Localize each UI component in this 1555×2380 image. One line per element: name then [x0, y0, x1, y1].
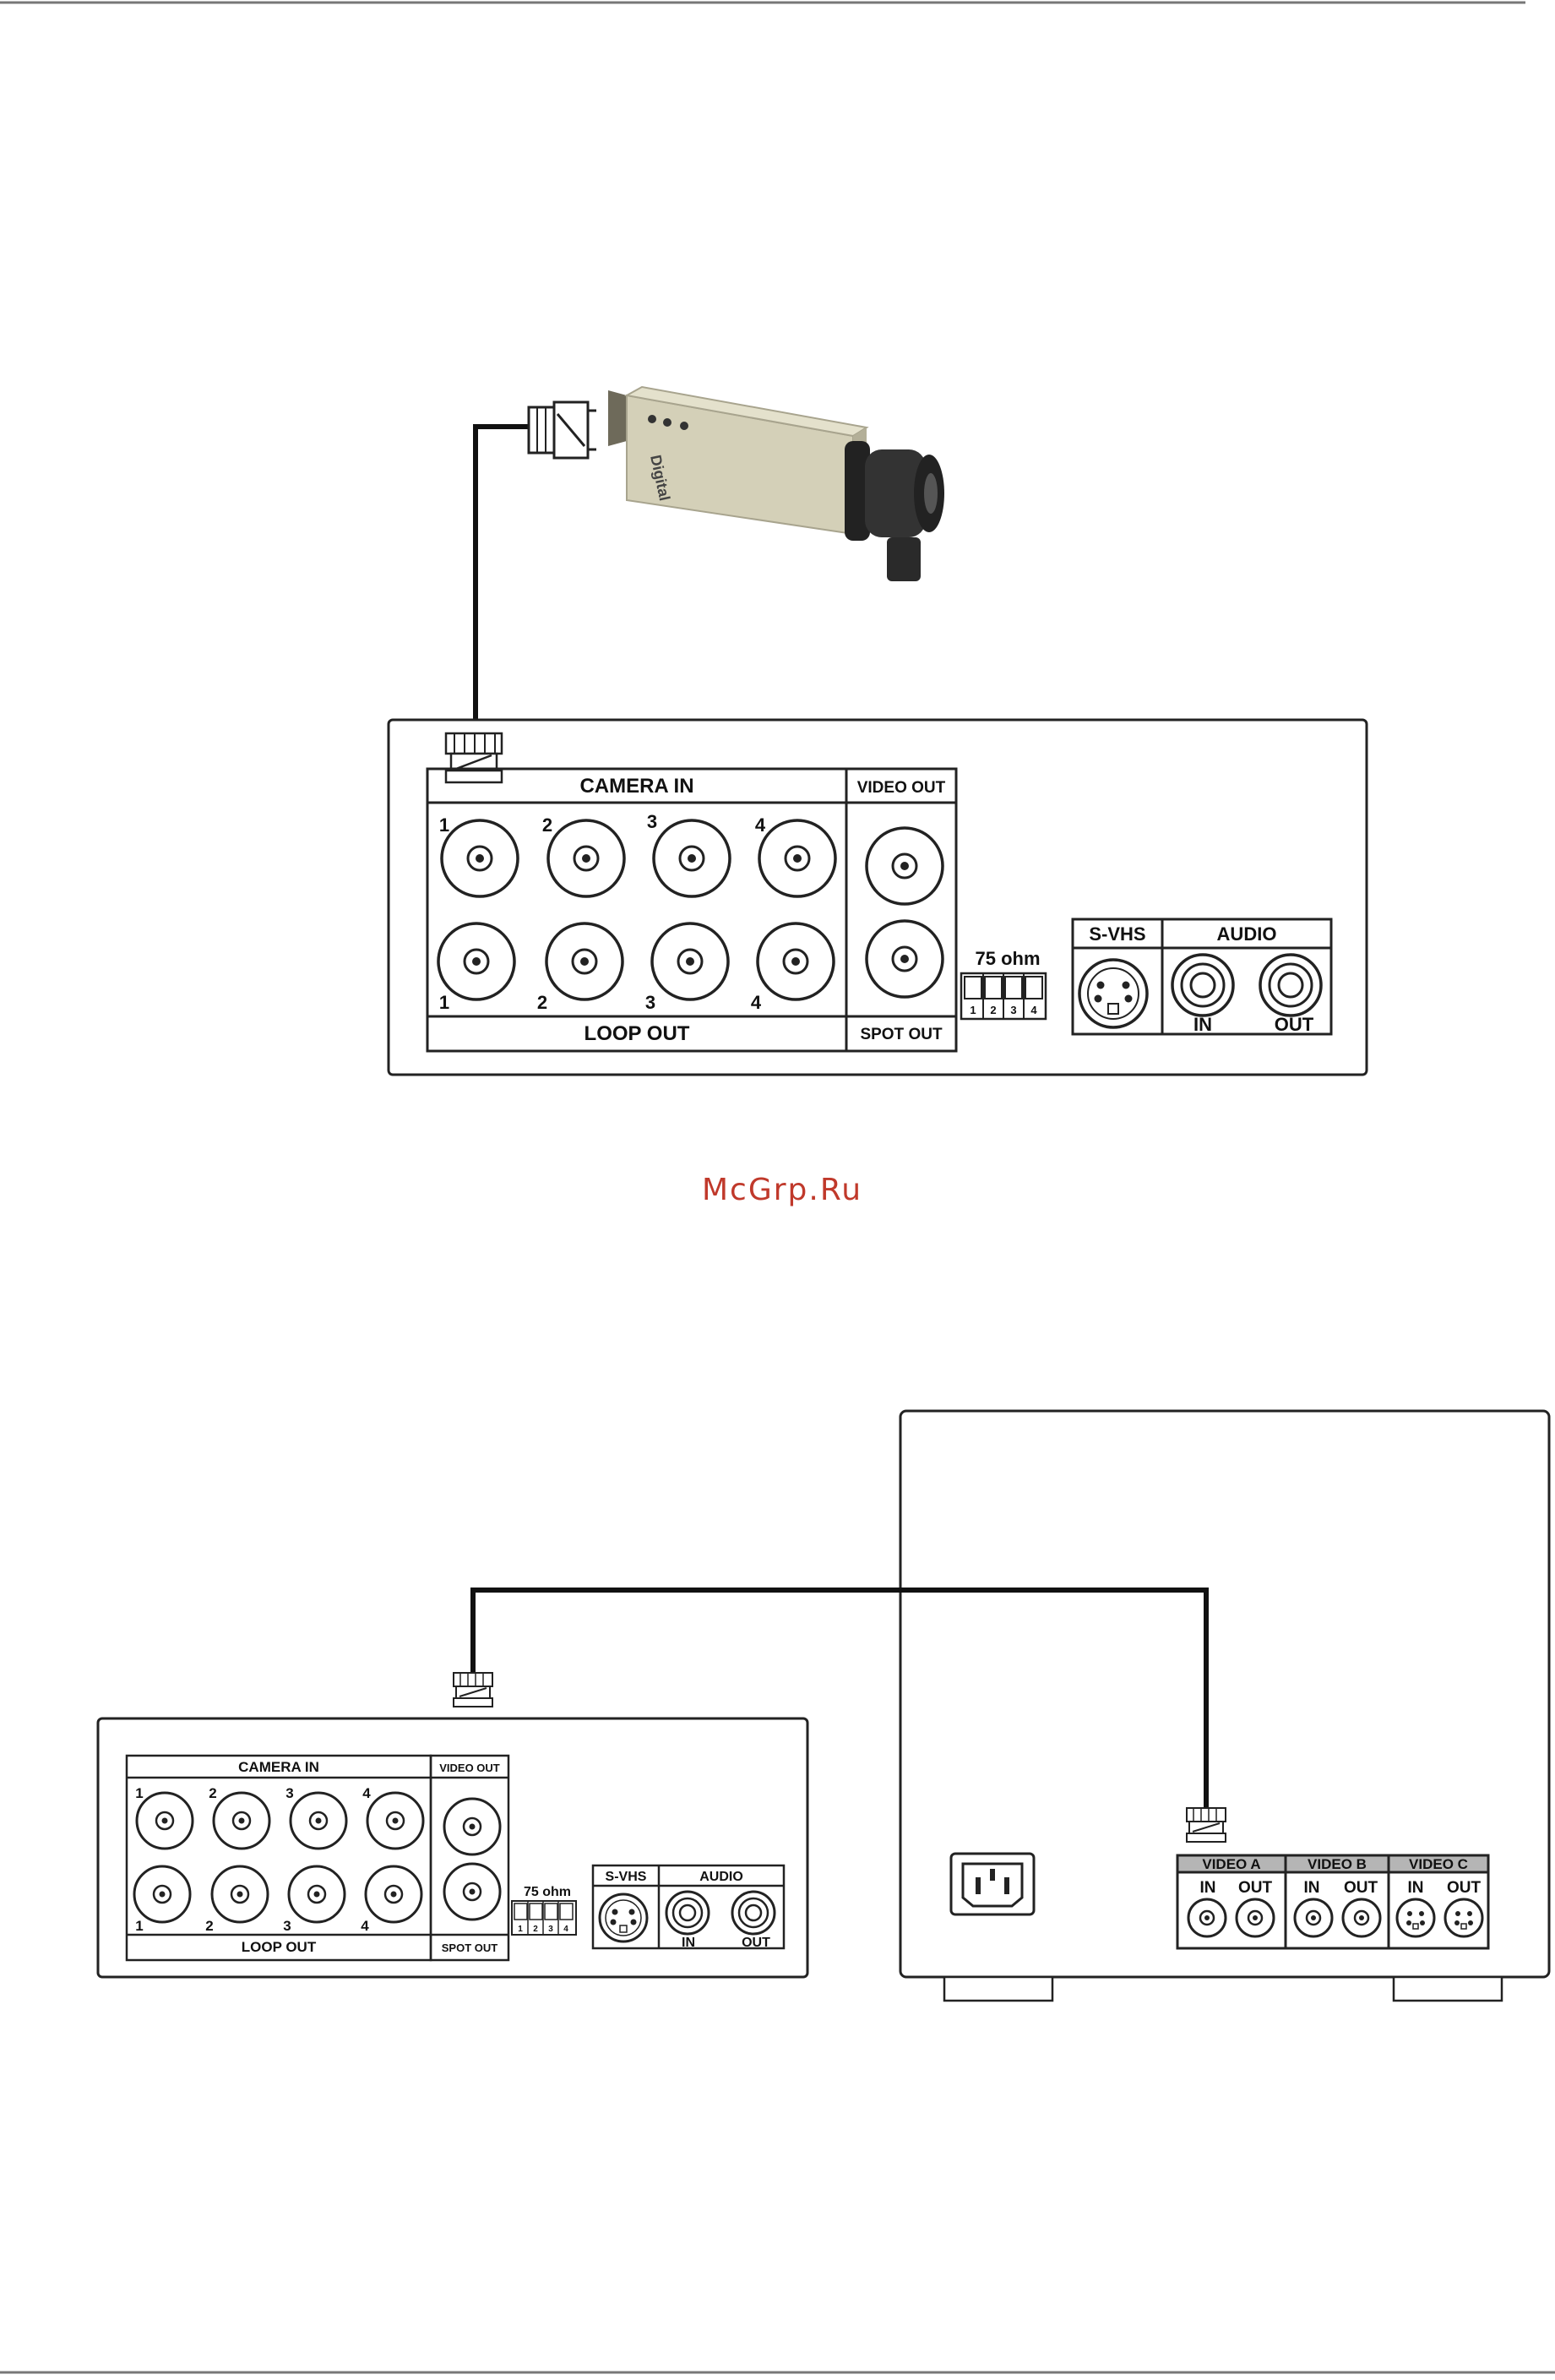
channel-bottom-2: 2 [537, 992, 547, 1013]
bnc-jack-icon [134, 1866, 190, 1922]
watermark: McGrp.Ru [702, 1173, 862, 1207]
bnc-jack-icon [442, 820, 518, 896]
bnc-jack-icon [291, 1793, 346, 1849]
ohm-label: 75 ohm [524, 1885, 571, 1899]
bnc-plug-icon [446, 733, 502, 782]
power-socket-icon [951, 1854, 1034, 1914]
switch-num-2: 2 [533, 1925, 538, 1934]
channel-top-2: 2 [209, 1785, 216, 1801]
dvr-rear-panel-small: CAMERA IN LOOP OUT VIDEO OUT SPOT OUT 1 … [98, 1718, 807, 1977]
bnc-jack-icon [546, 923, 623, 999]
channel-bottom-1: 1 [439, 992, 449, 1013]
svhs-label: S-VHS [606, 1870, 647, 1884]
loop-out-label: LOOP OUT [242, 1939, 317, 1955]
camera-in-label: CAMERA IN [238, 1759, 319, 1775]
loop-out-label: LOOP OUT [584, 1022, 690, 1045]
monitor-rear-panel: VIDEO A VIDEO B VIDEO C IN OUT IN OUT IN… [900, 1411, 1549, 2001]
spot-out-label: SPOT OUT [442, 1942, 498, 1954]
camera-in-label: CAMERA IN [579, 775, 693, 798]
channel-top-4: 4 [755, 814, 766, 836]
channel-top-3: 3 [647, 811, 657, 832]
figure-1-camera-connection: Digital [389, 387, 1367, 1075]
bnc-jack-icon [654, 820, 730, 896]
svhs-jack-icon [600, 1894, 647, 1942]
dvr-rear-panel: CAMERA IN LOOP OUT VIDEO OUT SPOT OUT 1 … [389, 720, 1367, 1075]
video-c-in-label: IN [1408, 1879, 1424, 1897]
audio-out-label: OUT [1275, 1014, 1314, 1035]
audio-out-jack-icon [1260, 955, 1321, 1016]
switch-num-4: 4 [1030, 1004, 1037, 1016]
svhs-label: S-VHS [1089, 923, 1145, 945]
bnc-jack-icon [367, 1793, 423, 1849]
bnc-jack-icon [758, 923, 834, 999]
audio-label: AUDIO [1217, 923, 1277, 945]
svhs-jack-icon [1445, 1899, 1482, 1936]
bnc-jack-icon [366, 1866, 421, 1922]
video-a-out-label: OUT [1238, 1879, 1273, 1897]
coax-cable [476, 427, 529, 733]
switch-num-1: 1 [970, 1004, 976, 1016]
video-a-label: VIDEO A [1202, 1856, 1260, 1872]
channel-bottom-3: 3 [645, 992, 655, 1013]
channel-bottom-3: 3 [283, 1918, 291, 1934]
bnc-jack-icon [438, 923, 514, 999]
video-c-out-label: OUT [1447, 1879, 1482, 1897]
bnc-jack-icon [212, 1866, 268, 1922]
audio-in-label: IN [1193, 1014, 1212, 1035]
switch-num-3: 3 [1010, 1004, 1016, 1016]
bnc-jack-icon [1237, 1899, 1274, 1936]
channel-top-1: 1 [439, 814, 449, 836]
video-b-in-label: IN [1304, 1879, 1320, 1897]
audio-in-label: IN [682, 1936, 695, 1950]
channel-bottom-2: 2 [205, 1918, 213, 1934]
video-out-label: VIDEO OUT [439, 1762, 500, 1774]
bnc-jack-icon [548, 820, 624, 896]
video-b-label: VIDEO B [1308, 1856, 1367, 1872]
switch-num-1: 1 [518, 1925, 523, 1934]
bnc-jack-icon [214, 1793, 269, 1849]
channel-bottom-1: 1 [135, 1918, 143, 1934]
channel-top-4: 4 [362, 1785, 371, 1801]
svhs-jack-icon [1397, 1899, 1434, 1936]
cctv-camera-icon: Digital [608, 387, 944, 581]
switch-num-2: 2 [990, 1004, 996, 1016]
audio-in-jack-icon [1172, 955, 1233, 1016]
bnc-jack-icon [137, 1793, 193, 1849]
bnc-jack-icon [444, 1799, 500, 1854]
switch-num-3: 3 [548, 1925, 553, 1934]
bnc-plug-icon [1187, 1808, 1226, 1842]
bnc-jack-icon [1295, 1899, 1332, 1936]
audio-out-jack-icon [732, 1892, 775, 1934]
bnc-plug-icon [454, 1673, 492, 1707]
video-b-out-label: OUT [1344, 1879, 1378, 1897]
video-out-label: VIDEO OUT [857, 779, 946, 797]
svhs-jack-icon [1079, 960, 1147, 1027]
bnc-jack-icon [759, 820, 835, 896]
bnc-jack-icon [1188, 1899, 1226, 1936]
channel-bottom-4: 4 [361, 1918, 369, 1934]
ohm-label: 75 ohm [975, 948, 1040, 969]
bnc-jack-icon [867, 921, 943, 997]
bnc-jack-icon [444, 1864, 500, 1920]
video-c-label: VIDEO C [1409, 1856, 1468, 1872]
video-a-in-label: IN [1200, 1879, 1216, 1897]
bnc-jack-icon [867, 828, 943, 904]
bnc-connector-icon [529, 402, 596, 458]
bnc-jack-icon [652, 923, 728, 999]
channel-top-2: 2 [542, 814, 552, 836]
channel-top-3: 3 [285, 1785, 293, 1801]
audio-out-label: OUT [742, 1936, 770, 1950]
switch-num-4: 4 [563, 1925, 568, 1934]
channel-top-1: 1 [135, 1785, 143, 1801]
figure-2-monitor-connection: VIDEO A VIDEO B VIDEO C IN OUT IN OUT IN… [98, 1411, 1549, 2001]
audio-label: AUDIO [699, 1870, 743, 1884]
bnc-jack-icon [289, 1866, 345, 1922]
spot-out-label: SPOT OUT [860, 1026, 943, 1043]
audio-in-jack-icon [666, 1892, 709, 1934]
channel-bottom-4: 4 [751, 992, 762, 1013]
bnc-jack-icon [1343, 1899, 1380, 1936]
